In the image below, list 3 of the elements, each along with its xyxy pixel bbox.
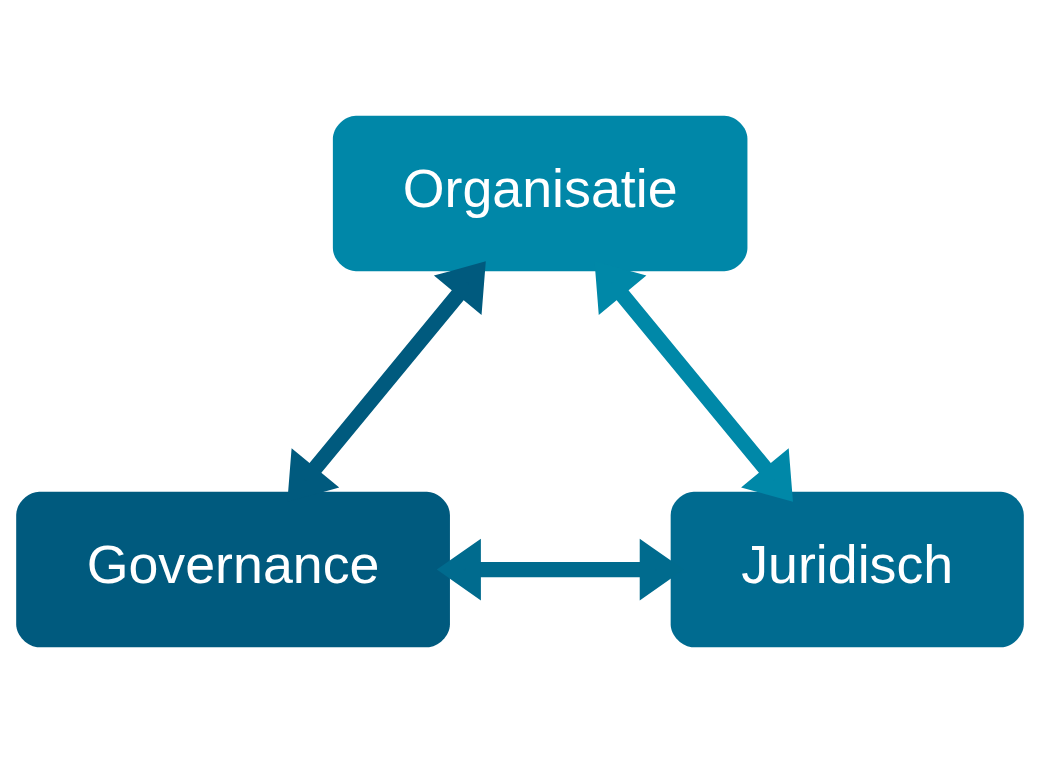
node-box: Organisatie (332, 115, 748, 272)
node-box: Juridisch (670, 491, 1024, 648)
node-box: Governance (16, 491, 450, 648)
